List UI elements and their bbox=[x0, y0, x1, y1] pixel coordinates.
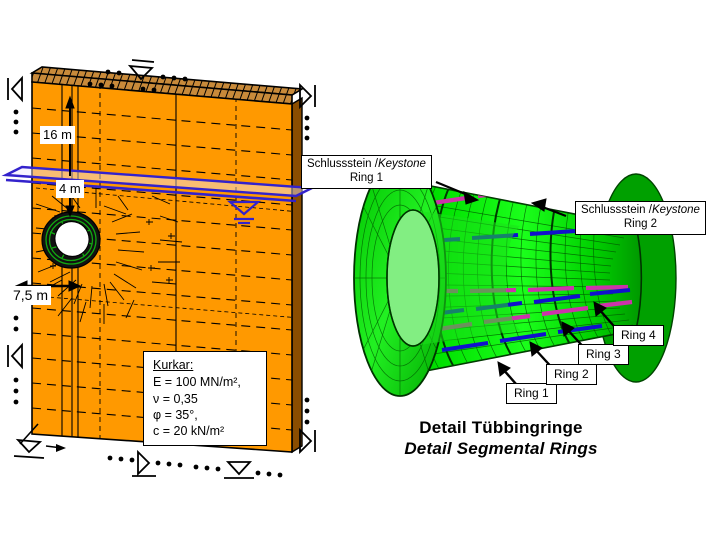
properties-title: Kurkar: bbox=[153, 358, 194, 372]
left-boundary-supports bbox=[7, 75, 23, 405]
callout-1-line2: Ring 1 bbox=[349, 171, 384, 184]
figure-title-english: Detail Segmental Rings bbox=[404, 439, 598, 458]
dimension-label-7-5m: 7,5 m bbox=[10, 286, 52, 305]
property-friction-angle: φ = 35°, bbox=[153, 407, 198, 422]
callout-1-line1-en: Keystone bbox=[377, 158, 426, 170]
top-boundary-supports bbox=[87, 59, 188, 93]
groundwater-symbol bbox=[227, 200, 261, 225]
dimension-label-4m: 4 m bbox=[56, 180, 84, 198]
figure-title-german: Detail Tübbingringe bbox=[419, 418, 583, 437]
callout-1-line1-de: Schlussstein / bbox=[307, 158, 378, 170]
callout-keystone-ring-2: Schlussstein /Keystone Ring 2 bbox=[575, 201, 706, 236]
right-boundary-supports bbox=[299, 82, 316, 455]
label-ring-2: Ring 2 bbox=[546, 364, 597, 386]
figure-title: Detail Tübbingringe Detail Segmental Rin… bbox=[388, 418, 614, 459]
dimension-label-16m: 16 m bbox=[40, 126, 75, 144]
callout-leaders bbox=[435, 180, 567, 218]
callout-2-line1-de: Schlussstein / bbox=[581, 204, 652, 216]
label-ring-1: Ring 1 bbox=[506, 383, 557, 405]
tunnel-bore bbox=[41, 211, 101, 269]
bottom-boundary-supports bbox=[13, 423, 283, 479]
soil-properties-box: Kurkar: E = 100 MN/m², ν = 0,35 φ = 35°,… bbox=[143, 351, 267, 447]
label-ring-4: Ring 4 bbox=[613, 325, 664, 347]
callout-2-line1-en: Keystone bbox=[651, 204, 700, 216]
property-poisson-ratio: ν = 0,35 bbox=[153, 391, 198, 406]
property-youngs-modulus: E = 100 MN/m², bbox=[153, 375, 241, 390]
ring-front-face bbox=[353, 159, 520, 397]
ring-inner-wall bbox=[387, 210, 520, 346]
label-ring-3: Ring 3 bbox=[578, 344, 629, 366]
property-cohesion: c = 20 kN/m² bbox=[153, 424, 225, 438]
callout-keystone-ring-1: Schlussstein /Keystone Ring 1 bbox=[301, 155, 432, 190]
callout-2-line2: Ring 2 bbox=[623, 217, 658, 230]
